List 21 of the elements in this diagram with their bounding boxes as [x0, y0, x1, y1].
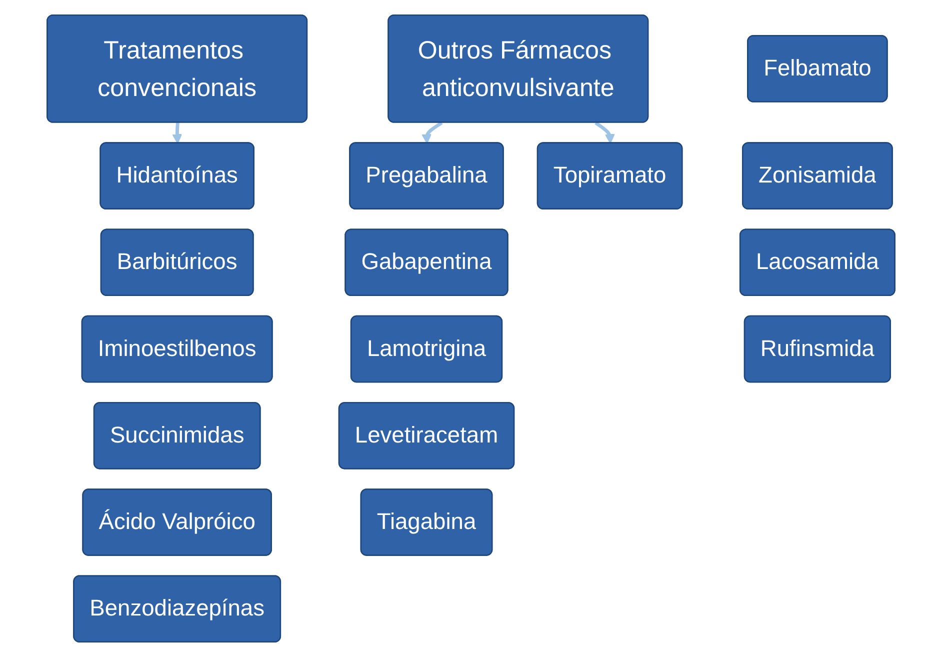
- drug-box: Zonisamida: [742, 142, 893, 210]
- drug-box: Tratamentos convencionais: [46, 14, 308, 123]
- drug-box: Levetiracetam: [338, 402, 515, 470]
- drug-box: Succinimidas: [93, 402, 261, 470]
- drug-box: Lacosamida: [739, 228, 896, 296]
- arrow: [594, 121, 615, 144]
- drug-box: Benzodiazepínas: [73, 575, 282, 642]
- drug-box: Ácido Valpróico: [82, 488, 272, 556]
- drug-box: Iminoestilbenos: [81, 315, 273, 383]
- drug-box: Gabapentina: [344, 228, 508, 296]
- drug-box: Hidantoínas: [100, 142, 254, 210]
- drug-box: Lamotrigina: [350, 315, 503, 383]
- drug-box: Tiagabina: [360, 488, 493, 556]
- drug-box: Rufinsmida: [744, 315, 891, 383]
- drug-box: Topiramato: [536, 142, 683, 210]
- drug-box: Felbamato: [747, 35, 888, 102]
- drug-box: Barbitúricos: [100, 228, 254, 296]
- arrow: [422, 121, 443, 144]
- drug-box: Outros Fármacos anticonvulsivante: [388, 14, 649, 123]
- arrow: [172, 122, 182, 144]
- drug-box: Pregabalina: [349, 142, 504, 210]
